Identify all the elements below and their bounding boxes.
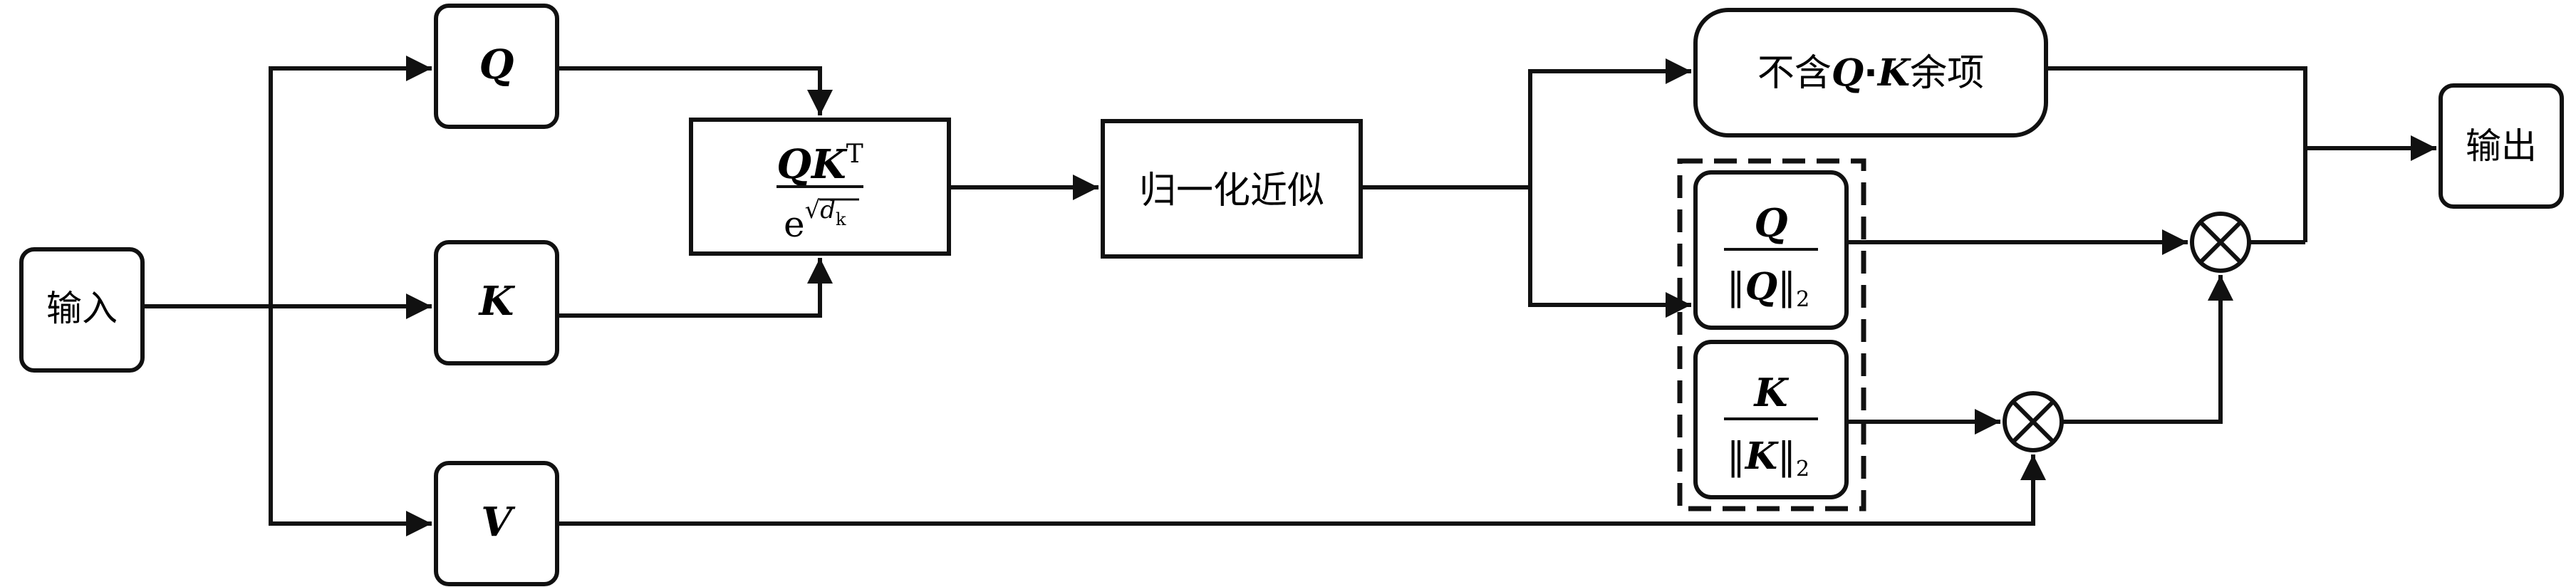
input-label: 输入 <box>46 288 118 329</box>
input-box <box>19 247 145 373</box>
k-box <box>434 240 559 365</box>
split-to-q-norm <box>1528 187 1691 318</box>
norm-group-dashed <box>1677 158 1866 511</box>
k-to-score <box>557 258 833 318</box>
branch-to-v <box>269 306 432 536</box>
v-to-mult-lower <box>557 454 2046 526</box>
k-norm-denominator: ‖K‖2 <box>1727 435 1809 482</box>
q-to-score <box>557 66 833 115</box>
k-norm-numerator: K <box>1753 370 1790 415</box>
q-label: Q <box>479 41 514 88</box>
no-qk-term-box <box>1693 8 2048 137</box>
branch-to-q <box>269 56 432 306</box>
multiply-node-upper <box>2190 212 2251 273</box>
mult-lower-to-mult-upper <box>2062 275 2233 424</box>
score-denominator: e√dk <box>784 196 846 245</box>
q-norm-denominator: ‖Q‖2 <box>1727 265 1809 312</box>
no-qk-term-label: 不含Q·K余项 <box>1757 51 1984 95</box>
multiply-node-lower <box>2003 391 2064 452</box>
split-to-no-qk <box>1528 58 1691 187</box>
output-box <box>2439 83 2564 209</box>
k-label: K <box>478 278 516 325</box>
norm-approx-label: 归一化近似 <box>1139 170 1324 212</box>
v-label: V <box>481 499 516 546</box>
score-numerator: QKT <box>777 140 863 188</box>
output-label: 输出 <box>2466 125 2537 167</box>
no-qk-to-join <box>2046 66 2307 242</box>
connectors <box>142 56 2436 536</box>
q-norm-numerator: Q <box>1754 200 1787 246</box>
